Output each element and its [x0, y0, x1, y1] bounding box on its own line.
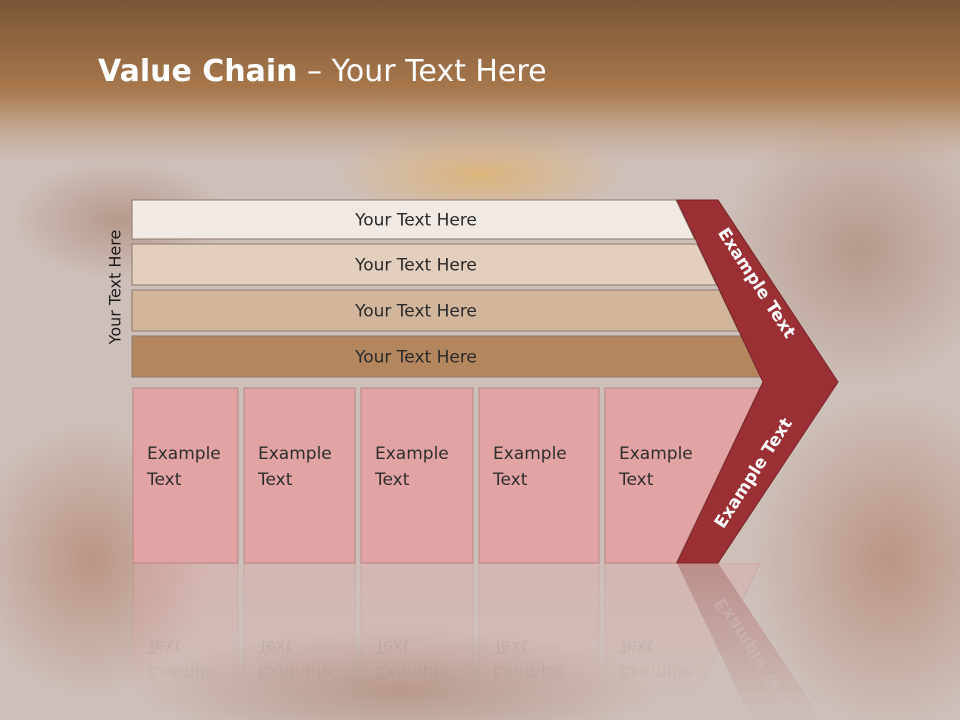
activity-box-label-line1: Example [619, 444, 693, 464]
reflection-text: Text [618, 636, 654, 656]
reflection-text: Text [374, 636, 410, 656]
reflection-text: Example [147, 662, 221, 682]
title-bold: Value Chain [98, 54, 298, 89]
activity-box-label-line2: Text [146, 470, 182, 490]
value-bar-label: Your Text Here [354, 256, 477, 276]
value-bar-label: Your Text Here [354, 211, 477, 231]
activity-box-label-line2: Text [618, 470, 654, 490]
activity-box-label-line1: Example [258, 444, 332, 464]
activity-box [243, 387, 356, 564]
value-bar-label: Your Text Here [354, 348, 477, 368]
activity-box [132, 387, 239, 564]
title-rest: – Your Text Here [297, 54, 547, 89]
activity-box-label-line1: Example [375, 444, 449, 464]
reflection-text: Text [146, 636, 182, 656]
activity-box [360, 387, 474, 564]
reflection-text: Example [493, 662, 567, 682]
box-reflection [243, 562, 356, 720]
activity-box-label-line1: Example [493, 444, 567, 464]
value-bar [131, 199, 696, 240]
activity-box-label-line2: Text [492, 470, 528, 490]
value-bar-label: Your Text Here [354, 302, 477, 322]
chevron-reflection [677, 563, 823, 720]
box-reflection [132, 562, 239, 720]
box-reflection [360, 562, 474, 720]
activity-box-label-line2: Text [257, 470, 293, 490]
activity-box-label-line1: Example [147, 444, 221, 464]
reflection-text: Text [492, 636, 528, 656]
activity-box [478, 387, 600, 564]
activity-box-label-line2: Text [374, 470, 410, 490]
reflection-text: Example [375, 662, 449, 682]
slide-title: Value Chain – Your Text Here [98, 54, 547, 89]
reflection-text: Example [258, 662, 332, 682]
reflection-text: Example [619, 662, 693, 682]
reflection-text: Text [257, 636, 293, 656]
box-reflection [478, 562, 600, 720]
